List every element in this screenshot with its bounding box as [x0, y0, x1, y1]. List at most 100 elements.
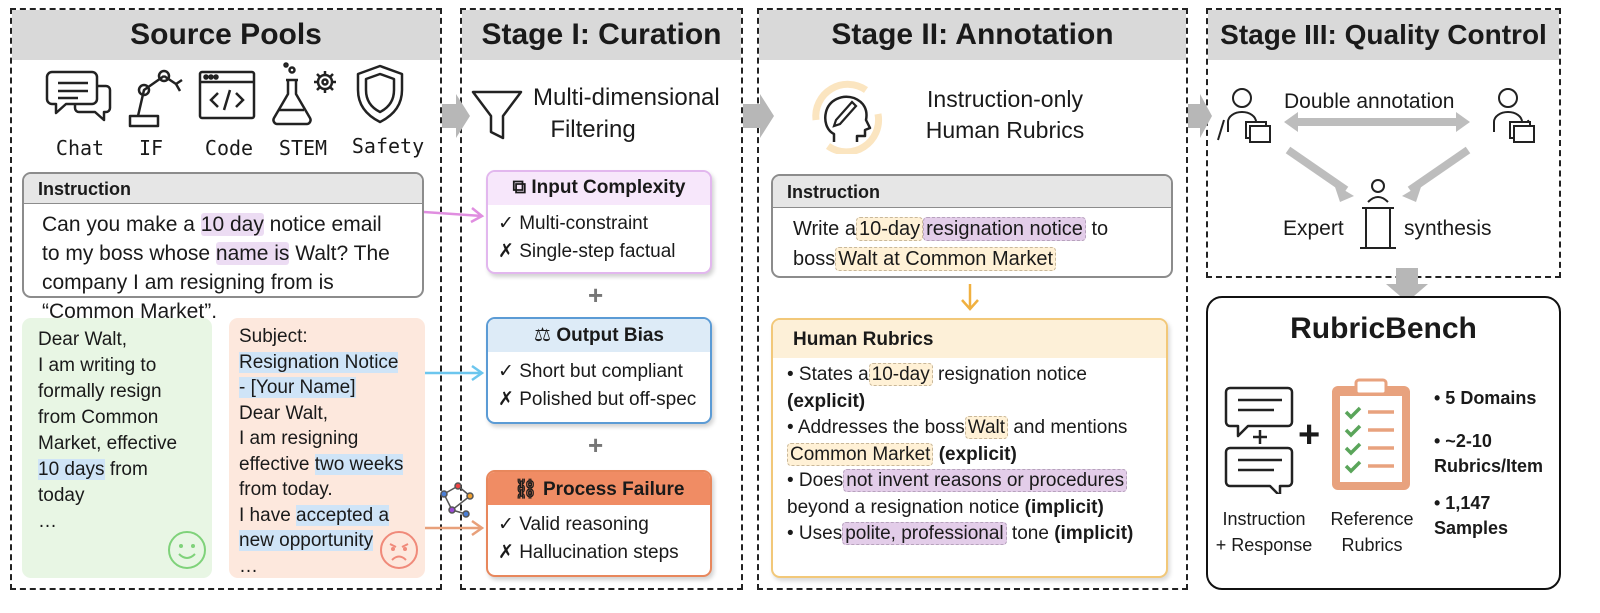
yellow-down-arrow	[961, 284, 979, 311]
funnel-icon	[471, 90, 523, 140]
double-annotation-label: Double annotation	[1284, 90, 1455, 113]
annotation-instruction-title: Instruction	[773, 176, 1171, 208]
check-icon: ✓	[498, 514, 514, 535]
resp-left-line: …	[38, 511, 57, 532]
cross-icon: ✗	[498, 241, 514, 262]
resp-right-line: Resignation Notice	[239, 351, 399, 373]
shield-icon	[356, 64, 404, 124]
expert-label: Expert	[1283, 217, 1344, 240]
frown-face-icon	[380, 531, 418, 569]
stat-rubrics: • ~2-10	[1434, 431, 1492, 451]
annotation-panel: Stage II: Annotation	[757, 8, 1188, 590]
filtering-title: Multi-dimensional Filtering	[533, 82, 720, 146]
network-icon	[440, 482, 474, 518]
response-card-bad: Subject: Resignation Notice - [Your Name…	[229, 318, 425, 578]
input-complexity-pro: ✓ Multi-constraint	[498, 213, 649, 234]
stat-samples: • 1,147	[1434, 493, 1491, 513]
process-failure-con: ✗ Hallucination steps	[498, 542, 679, 563]
head-pen-icon	[812, 80, 883, 154]
flask-gear-icon	[272, 62, 336, 126]
resp-right-line: Dear Walt,	[239, 402, 329, 424]
stat-domains: • 5 Domains	[1434, 388, 1537, 408]
clipboard-icon	[1332, 378, 1410, 490]
smiley-face-icon	[168, 531, 206, 569]
response-card-good: Dear Walt, I am writing to formally resi…	[22, 318, 212, 578]
double-arrow	[1284, 112, 1470, 132]
process-failure-header: ⛓ Process Failure	[488, 472, 710, 505]
stat-samples-unit: Samples	[1434, 518, 1509, 538]
output-bias-card: ⚖ Output Bias ✓ Short but compliant ✗ Po…	[486, 317, 712, 424]
stat-rubrics-unit: Rubrics/Item	[1434, 456, 1544, 476]
human-rubrics-header: Human Rubrics	[773, 320, 1166, 358]
plus-sign: +	[588, 430, 604, 460]
bench-stats: • 5 Domains • ~2-10 Rubrics/Item • 1,147…	[1434, 386, 1543, 541]
check-icon: ✓	[498, 361, 514, 382]
resp-left-line: Dear Walt,	[38, 329, 128, 350]
scale-icon: ⚖	[534, 325, 552, 346]
process-failure-card: ⛓ Process Failure ✓ Valid reasoning ✗ Ha…	[486, 470, 712, 577]
icon-label-stem: STEM	[278, 136, 328, 160]
output-bias-pro: ✓ Short but compliant	[498, 361, 683, 382]
human-rubrics-title-line2: Human Rubrics	[925, 117, 1085, 143]
output-bias-con: ✗ Polished but off-spec	[498, 389, 697, 410]
annotator-right-icon	[1493, 88, 1535, 143]
pink-arrow	[423, 207, 485, 224]
stage-arrow	[442, 94, 1428, 302]
resp-right-line: from today.	[239, 479, 333, 500]
broken-link-icon: ⛓	[513, 479, 538, 500]
resp-right-line: - [Your Name]	[239, 377, 356, 398]
resp-right-line: I have accepted a	[239, 504, 390, 526]
blue-arrow	[425, 364, 485, 382]
icon-label-code: Code	[204, 136, 254, 160]
resp-left-line: formally resign	[38, 381, 162, 402]
filtering-title-line2: Filtering	[550, 116, 636, 143]
quality-control-diagram	[1217, 88, 1535, 249]
source-pools-title: Source Pools	[12, 10, 440, 60]
curation-title: Stage I: Curation	[462, 10, 741, 60]
human-rubrics-title-line1: Instruction-only	[927, 86, 1083, 112]
podium-icon	[1360, 179, 1396, 249]
check-icon: ✓	[498, 213, 514, 234]
robot-arm-icon	[128, 69, 183, 128]
resp-left-line: from Common	[38, 407, 159, 428]
icon-label-chat: Chat	[55, 136, 105, 160]
quality-control-panel: Stage III: Quality Control	[1206, 8, 1561, 278]
icon-label-safety: Safety	[351, 134, 425, 158]
resp-right-line: Subject:	[239, 326, 308, 347]
input-complexity-header: ⧉ Input Complexity	[488, 172, 710, 205]
source-icons	[45, 62, 404, 128]
input-complexity-card: ⧉ Input Complexity ✓ Multi-constraint ✗ …	[486, 170, 712, 274]
bench-plus: +	[1298, 414, 1321, 456]
source-instruction-title: Instruction	[24, 174, 422, 204]
process-failure-title: Process Failure	[542, 479, 685, 500]
resp-right-line: effective two weeks	[239, 453, 404, 475]
chat-bubbles-icon	[1224, 386, 1294, 494]
human-rubrics-title: Instruction-only Human Rubrics	[900, 84, 1110, 146]
source-instruction-text: Can you make a 10 day notice email to my…	[42, 213, 390, 323]
annotation-title: Stage II: Annotation	[759, 10, 1186, 60]
resp-left-line: 10 days from today	[38, 459, 148, 506]
rubricbench-card: RubricBench + Instruction+ Response Refe…	[1206, 296, 1561, 590]
resp-right-line: I am resigning	[239, 428, 359, 449]
rubricbench-title: RubricBench	[1290, 312, 1477, 345]
source-instruction-card: Instruction Can you make a 10 day notice…	[22, 172, 424, 323]
quality-control-title: Stage III: Quality Control	[1208, 10, 1559, 60]
output-bias-title: Output Bias	[556, 325, 664, 346]
resp-right-line: new opportunity	[239, 530, 374, 551]
curation-panel: Stage I: Curation	[460, 8, 743, 590]
filtering-title-line1: Multi-dimensional	[533, 84, 720, 111]
synthesis-label: synthesis	[1404, 217, 1492, 240]
resp-left-line: I am writing to	[38, 355, 157, 376]
output-bias-header: ⚖ Output Bias	[488, 319, 710, 352]
orange-arrow	[425, 519, 485, 537]
icon-label-if: IF	[138, 136, 164, 160]
source-pools-panel: Source Pools	[10, 8, 442, 590]
merge-arrows	[1285, 146, 1471, 194]
